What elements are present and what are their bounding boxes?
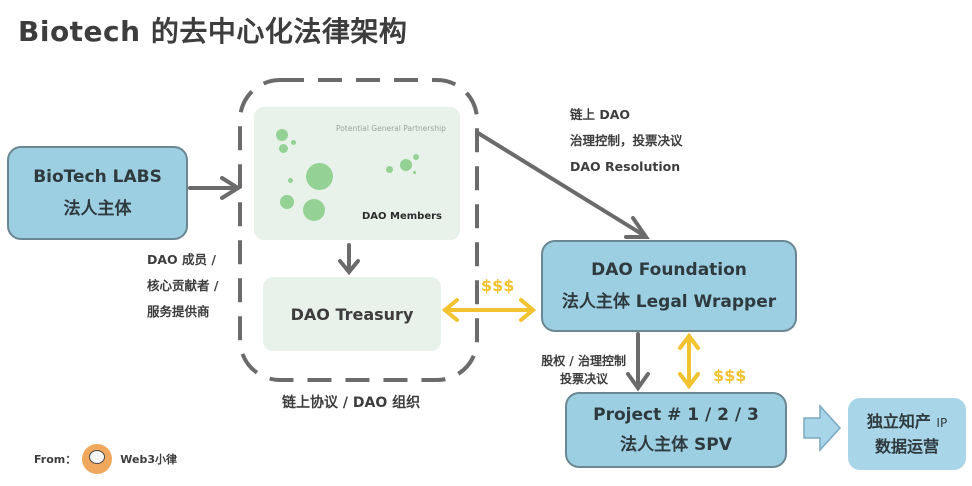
dao-foundation-node: DAO Foundation 法人主体 Legal Wrapper xyxy=(541,240,797,332)
ip-main-text: 独立知产 xyxy=(866,411,931,431)
foundation-type: 法人主体 Legal Wrapper xyxy=(561,292,777,312)
governance-line: 治理控制，投票决议 xyxy=(570,133,683,148)
member-bubble xyxy=(280,195,294,209)
foundation-name: DAO Foundation xyxy=(591,260,747,280)
member-bubble xyxy=(413,154,419,160)
equity-line: 股权 / 治理控制 xyxy=(541,354,626,368)
ip-small-text: IP xyxy=(936,415,948,430)
role-line: 服务提供商 xyxy=(147,304,210,319)
arrow-members-to-treasury xyxy=(338,243,360,276)
dao-group-label: 链上协议 / DAO 组织 xyxy=(282,395,421,411)
from-label: From： xyxy=(34,453,77,466)
members-label: DAO Members xyxy=(362,211,442,222)
role-line: DAO 成员 / xyxy=(147,252,216,267)
member-bubble xyxy=(413,171,416,174)
ip-line2: 数据运营 xyxy=(874,436,939,456)
biotech-labs-name: BioTech LABS xyxy=(33,167,162,187)
member-bubble xyxy=(386,166,393,173)
members-caption: Potential General Partnership xyxy=(336,124,446,133)
block-arrow-project-to-ip xyxy=(803,404,842,452)
member-bubble xyxy=(400,159,412,171)
onchain-governance-label: 链上 DAO 治理控制，投票决议 DAO Resolution xyxy=(570,102,683,180)
governance-line: DAO Resolution xyxy=(570,159,681,174)
member-bubble xyxy=(306,163,333,190)
dao-members-node: Potential General Partnership DAO Member… xyxy=(254,107,460,240)
project-name: Project # 1 / 2 / 3 xyxy=(593,405,759,425)
biotech-labs-node: BioTech LABS 法人主体 xyxy=(7,146,188,240)
treasury-label: DAO Treasury xyxy=(290,304,414,324)
money-label-treasury: $$$ xyxy=(481,276,515,295)
biotech-labs-type: 法人主体 xyxy=(63,199,132,219)
equity-line: 投票决议 xyxy=(559,372,608,386)
member-bubble xyxy=(291,140,296,145)
governance-line: 链上 DAO xyxy=(570,107,631,122)
project-type: 法人主体 SPV xyxy=(620,435,732,455)
member-bubble xyxy=(276,129,288,141)
money-label-project: $$$ xyxy=(713,366,747,385)
money-arrow-treasury-foundation xyxy=(441,298,537,322)
dao-group-boundary xyxy=(238,78,479,382)
avatar-face-icon xyxy=(89,450,106,464)
member-bubble xyxy=(303,199,325,221)
arrow-biotech-to-dao xyxy=(188,176,242,200)
arrow-dao-to-foundation xyxy=(476,131,650,239)
role-line: 核心贡献者 / xyxy=(147,278,219,293)
member-bubble xyxy=(279,144,288,153)
project-spv-node: Project # 1 / 2 / 3 法人主体 SPV xyxy=(565,392,787,468)
members-roles-label: DAO 成员 / 核心贡献者 / 服务提供商 xyxy=(147,247,218,325)
ip-data-node: 独立知产 IP 数据运营 xyxy=(848,398,966,470)
equity-governance-label: 股权 / 治理控制 投票决议 xyxy=(522,352,626,388)
diagram-title: Biotech 的去中心化法律架构 xyxy=(18,15,408,48)
ip-line1: 独立知产 IP xyxy=(867,410,947,435)
author-avatar xyxy=(82,444,113,474)
arrow-foundation-to-project xyxy=(626,332,650,392)
member-bubble xyxy=(288,178,293,183)
money-arrow-foundation-project xyxy=(678,332,700,390)
dao-treasury-node: DAO Treasury xyxy=(263,277,441,351)
author-name: Web3小律 xyxy=(120,453,177,466)
source-footer: From： Web3小律 xyxy=(34,444,177,474)
